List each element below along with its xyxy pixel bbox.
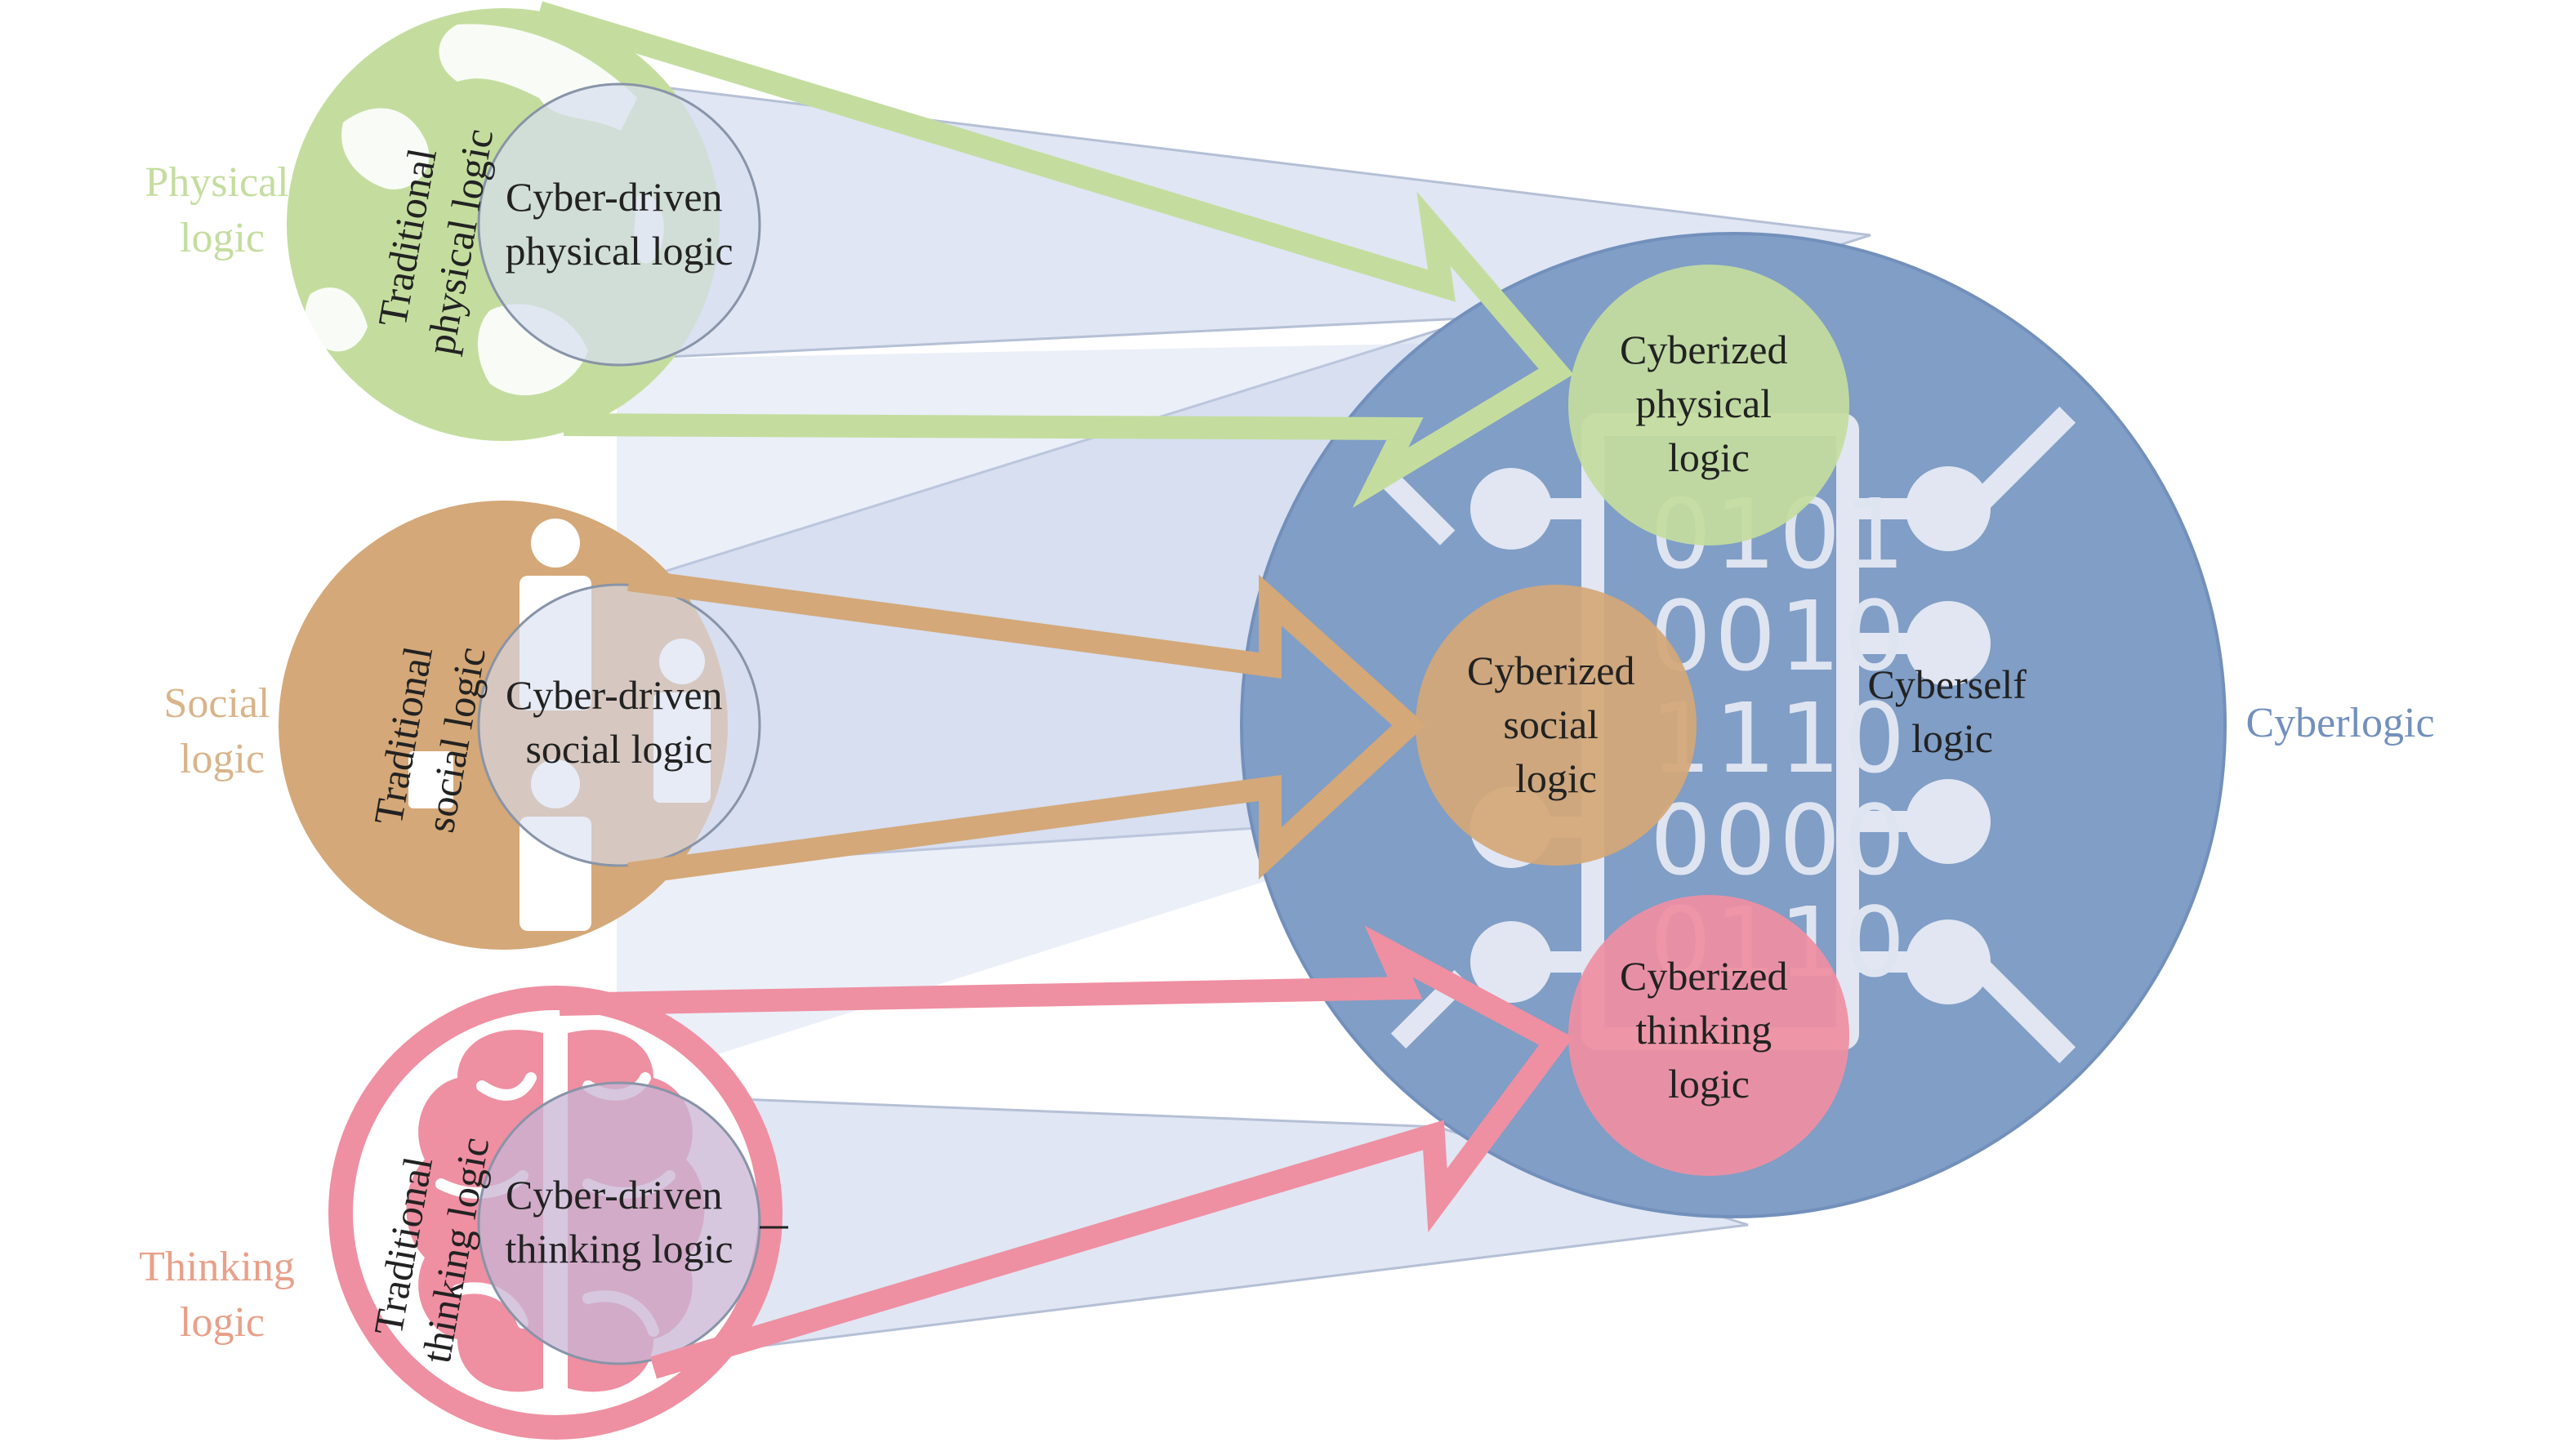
cyberized-physical-circle — [1568, 265, 1849, 545]
physical-cyberdriven-circle — [477, 82, 761, 367]
cyberized-circles — [1416, 265, 1849, 1176]
side-labels: Physical logic Social logic Thinking log… — [139, 159, 2434, 1346]
social-side-label: Social logic — [164, 680, 281, 782]
arrows — [535, 1, 1574, 1379]
cyberdriven-labels: Cyber-driven physical logic Cyber-driven… — [505, 174, 733, 1271]
social-source — [279, 501, 761, 950]
cyberdriven-physical-label: Cyber-driven physical logic — [505, 174, 733, 274]
cyberdriven-social-label: Cyber-driven social logic — [506, 672, 733, 772]
cyberized-social-circle — [1416, 585, 1697, 866]
physical-source — [287, 8, 761, 441]
cyberdriven-thinking-label: Cyber-driven thinking logic — [505, 1172, 733, 1271]
thinking-source — [328, 986, 788, 1440]
cross-projection-band — [617, 343, 1454, 1086]
binary-row-4: 0000 — [1650, 784, 1908, 897]
cyberized-labels: Cyberized physical logic Cyberized socia… — [1467, 327, 1798, 1106]
physical-side-label: Physical logic — [145, 159, 299, 261]
cyberself-label: Cyberself logic — [1868, 661, 2037, 761]
thinking-arrow — [559, 925, 1573, 1379]
cyberized-social-label: Cyberized social logic — [1467, 648, 1645, 801]
binary-row-2: 0010 — [1650, 580, 1908, 692]
physical-arrow — [535, 1, 1574, 509]
chip-right-pins — [1839, 406, 2076, 1064]
cyberized-thinking-label: Cyberized thinking logic — [1620, 953, 1798, 1106]
cyberized-physical-label: Cyberized physical logic — [1620, 327, 1798, 480]
cyberized-thinking-circle — [1568, 895, 1849, 1176]
social-arrow — [627, 568, 1426, 885]
thinking-cyberdriven-circle — [477, 1081, 761, 1365]
social-cyberdriven-circle — [477, 583, 761, 867]
thinking-side-label: Thinking logic — [139, 1244, 305, 1346]
cyberlogic-side-label: Cyberlogic — [2245, 700, 2434, 746]
